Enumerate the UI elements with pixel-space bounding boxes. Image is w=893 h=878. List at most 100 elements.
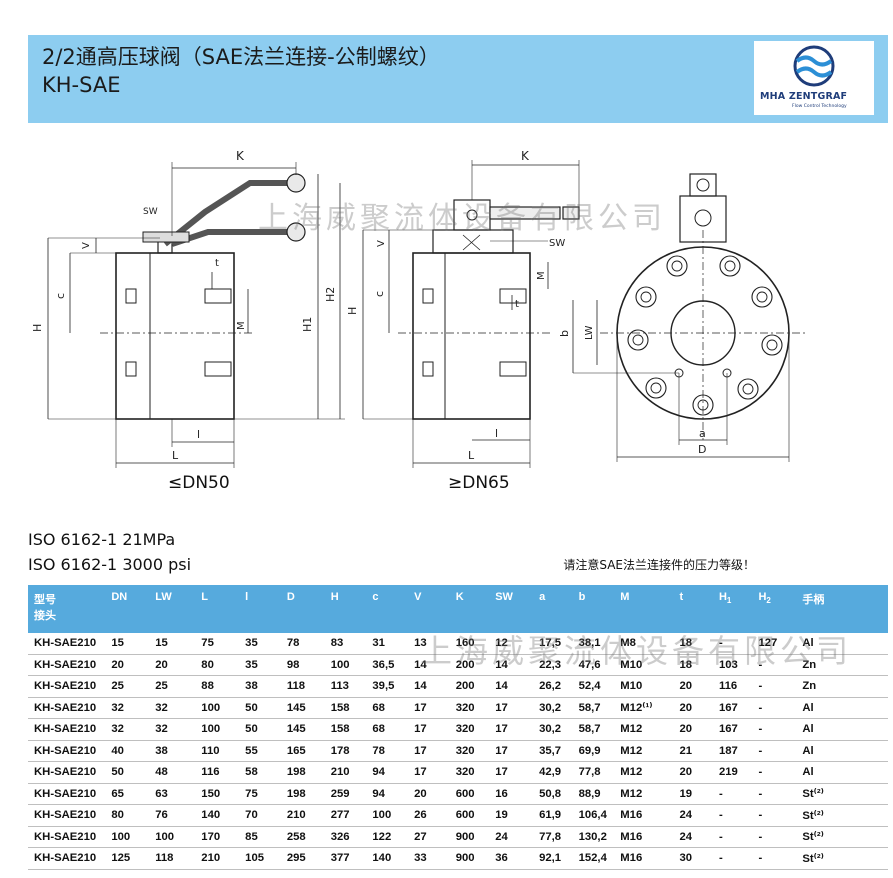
stem-bore (694, 209, 712, 227)
row-cell: - (758, 761, 803, 784)
row-cell: 22,3 (539, 654, 579, 676)
header-cell: t (679, 591, 684, 603)
stem-pin (696, 178, 710, 192)
row-cell: 20 (679, 675, 719, 698)
row-cell: - (718, 804, 759, 827)
row-cell: Al (802, 718, 888, 741)
flange-bolts (627, 255, 783, 416)
row-cell: 13 (414, 633, 456, 655)
row-cell: 68 (372, 697, 415, 719)
port-thread (499, 361, 527, 377)
row-cell: 50 (111, 761, 156, 784)
label-a: a (699, 427, 706, 440)
row-cell: 88 (201, 675, 246, 698)
label-L: L (468, 449, 475, 462)
row-cell: 125 (111, 847, 156, 870)
row-cell: 167 (718, 697, 759, 719)
row-cell: 17 (495, 740, 540, 762)
iso-standard-psi: ISO 6162-1 3000 psi (28, 555, 192, 574)
row-cell: St⁽²⁾ (802, 847, 888, 870)
row-cell: 32 (155, 718, 202, 741)
row-cell: M8 (620, 633, 680, 655)
row-cell: 210 (286, 804, 331, 827)
port-thread (204, 361, 232, 377)
row-cell: 83 (330, 633, 373, 655)
caption-small-dn: ≤DN50 (168, 473, 230, 493)
row-cell: 167 (718, 718, 759, 741)
row-cell: 118 (286, 675, 331, 698)
row-cell: Al (802, 740, 888, 762)
header-cell: V (414, 591, 422, 603)
row-cell: 320 (455, 718, 496, 741)
label-v: V (376, 240, 387, 247)
row-cell: 94 (372, 783, 415, 805)
label-k: K (521, 149, 530, 163)
row-cell: - (758, 740, 803, 762)
row-cell: 27 (414, 826, 456, 848)
row-cell: 20 (414, 783, 456, 805)
row-cell: St⁽²⁾ (802, 783, 888, 805)
row-cell: 600 (455, 783, 496, 805)
row-cell: 32 (111, 718, 156, 741)
bolt-slot (422, 361, 434, 377)
header-cell: 手柄 (802, 594, 825, 606)
row-cell: 65 (111, 783, 156, 805)
stem-head-top (689, 173, 717, 197)
logo-mark-icon (793, 45, 835, 87)
row-cell: 116 (201, 761, 246, 784)
label-h: H (346, 307, 359, 315)
row-cell: 78 (372, 740, 415, 762)
row-cell: 145 (286, 718, 331, 741)
row-cell: 68 (372, 718, 415, 741)
row-cell: 118 (155, 847, 202, 870)
row-cell: 258 (286, 826, 331, 848)
row-cell: M12 (620, 718, 680, 741)
row-cell: 210 (201, 847, 246, 870)
row-cell: 24 (495, 826, 540, 848)
row-cell: 100 (155, 826, 202, 848)
row-cell: 326 (330, 826, 373, 848)
row-cell: 198 (286, 761, 331, 784)
row-cell: 38 (245, 675, 287, 698)
row-cell: 130,2 (578, 826, 621, 848)
row-cell: 25 (155, 675, 202, 698)
label-v: V (81, 242, 92, 249)
row-cell: 85 (245, 826, 287, 848)
row-cell: 26,2 (539, 675, 579, 698)
row-cell: 14 (495, 654, 540, 676)
row-cell: M10 (620, 675, 680, 698)
row-model: KH-SAE210 (28, 804, 112, 827)
header-cell: b (578, 591, 586, 603)
row-cell: Al (802, 761, 888, 784)
row-model: KH-SAE210 (28, 654, 112, 676)
row-model: KH-SAE210 (28, 675, 112, 698)
row-cell: 200 (455, 675, 496, 698)
row-cell: 210 (330, 761, 373, 784)
row-cell: - (758, 654, 803, 676)
row-cell: 35 (245, 633, 287, 655)
logo-text: MHA ZENTGRAF (760, 91, 848, 102)
row-cell: 377 (330, 847, 373, 870)
caption-large-dn: ≥DN65 (448, 473, 510, 493)
row-cell: 88,9 (578, 783, 621, 805)
row-cell: - (718, 633, 759, 655)
row-cell: Al (802, 633, 888, 655)
stem-head (453, 199, 491, 231)
row-cell: M10 (620, 654, 680, 676)
bolt-slot (125, 361, 137, 377)
row-cell: 17 (495, 718, 540, 741)
iso-standard-mpa: ISO 6162-1 21MPa (28, 530, 176, 549)
side-view-small: K SW V H c t M H1 H2 l L (31, 149, 345, 468)
side-view-large: K SW V H c M t l L (346, 149, 580, 468)
label-c: c (54, 293, 67, 299)
page-title: 2/2通高压球阀（SAE法兰连接-公制螺纹） (42, 45, 440, 69)
valve-body-large (412, 252, 531, 420)
row-cell: 158 (330, 718, 373, 741)
row-cell: 17 (414, 740, 456, 762)
row-cell: 140 (372, 847, 415, 870)
row-cell: Al (802, 697, 888, 719)
header-type: 型号 接头 (34, 594, 56, 622)
